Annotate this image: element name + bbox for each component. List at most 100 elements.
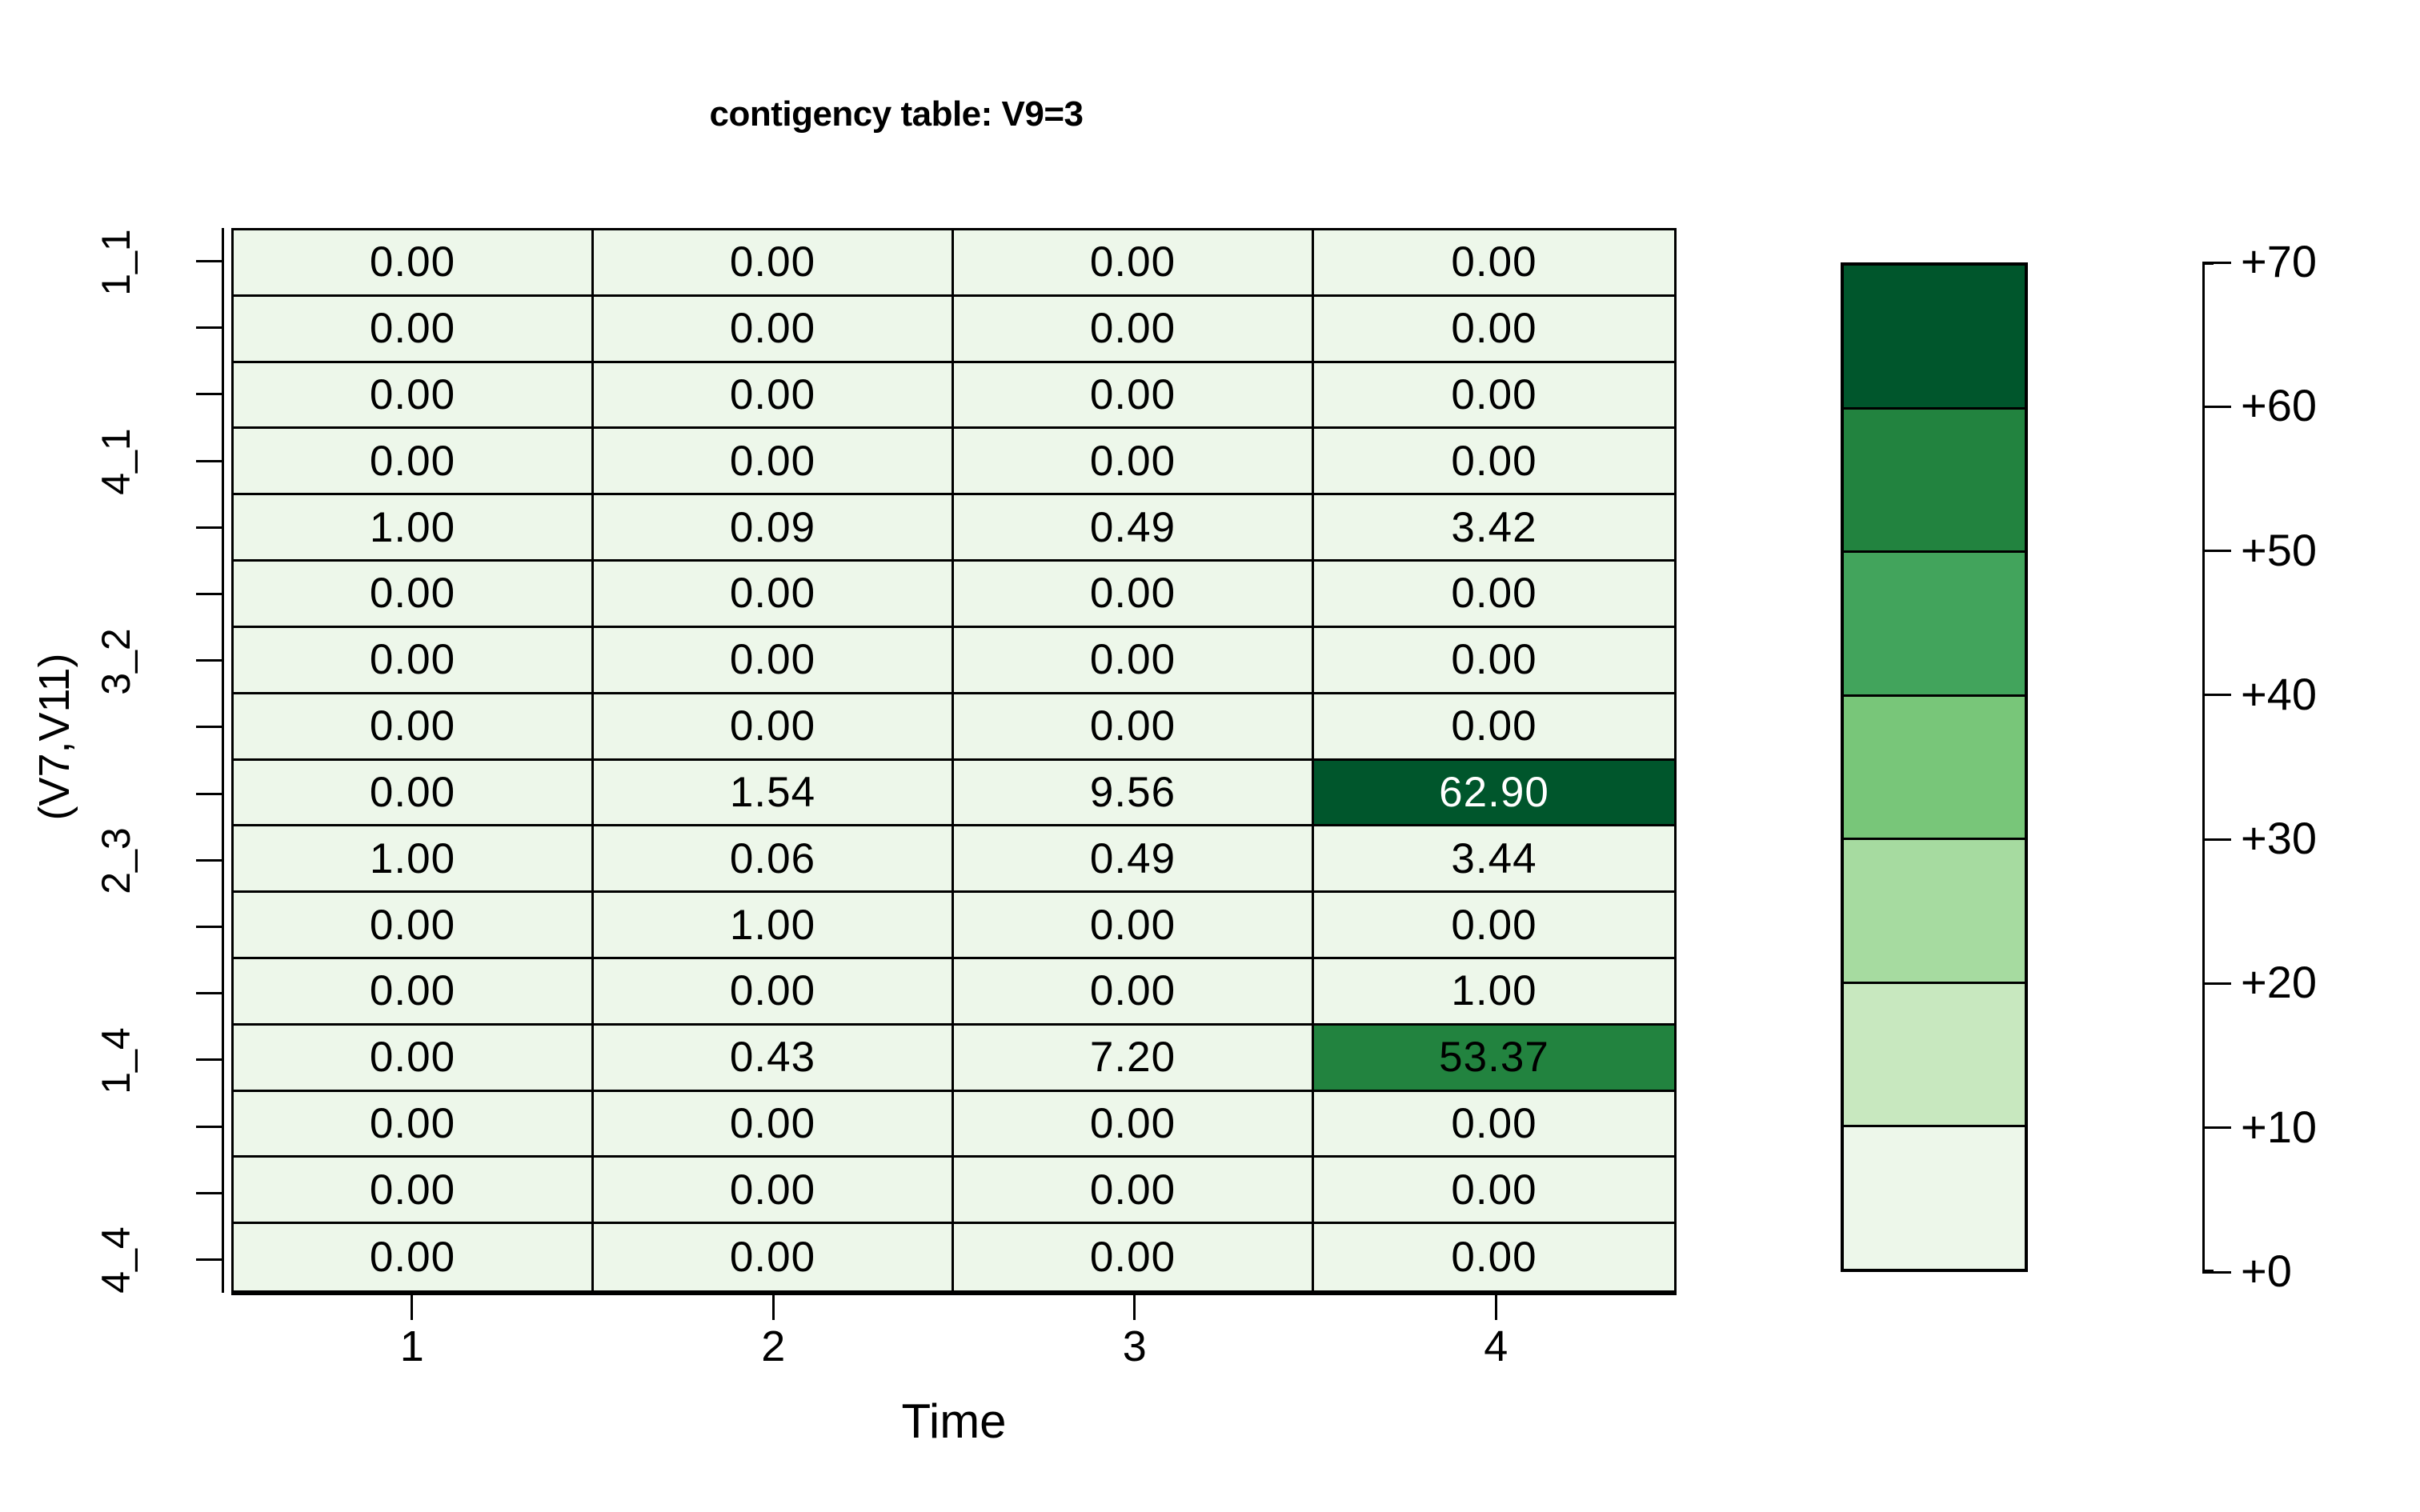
y-axis-tick-label: 4_4 — [94, 1226, 138, 1294]
heatmap-cell: 0.00 — [234, 760, 594, 827]
heatmap-cell: 0.00 — [594, 230, 954, 297]
y-axis-tick — [196, 726, 223, 729]
page-title: contigency table: V9=3 — [709, 94, 1084, 134]
heatmap-cell: 0.49 — [954, 495, 1314, 562]
x-axis-tick-label: 1 — [399, 1322, 424, 1370]
y-axis-tick — [196, 858, 223, 862]
x-axis-title: Time — [901, 1394, 1007, 1448]
colorbar-band — [1844, 1127, 2025, 1270]
heatmap-cell: 0.00 — [594, 1158, 954, 1225]
heatmap-cell: 0.00 — [1314, 1091, 1674, 1158]
heatmap-cell: 0.00 — [234, 1158, 594, 1225]
heatmap-cell: 0.00 — [234, 958, 594, 1026]
heatmap-cell: 0.00 — [954, 230, 1314, 297]
heatmap-cell: 0.00 — [234, 694, 594, 761]
heatmap-cell: 0.00 — [954, 1224, 1314, 1290]
y-axis-tick — [196, 1191, 223, 1194]
x-axis-tick — [411, 1293, 414, 1320]
heatmap-cell: 0.00 — [234, 1224, 594, 1290]
heatmap-cell: 3.42 — [1314, 495, 1674, 562]
y-axis-tick — [196, 659, 223, 662]
colorbar-tick-label: +20 — [2241, 957, 2317, 1008]
heatmap-cell: 0.00 — [1314, 562, 1674, 628]
heatmap-cell: 0.00 — [954, 362, 1314, 430]
heatmap-cell: 0.00 — [1314, 429, 1674, 496]
heatmap-cell: 0.00 — [594, 1091, 954, 1158]
heatmap-cell: 0.00 — [1314, 1158, 1674, 1225]
heatmap-cell: 0.06 — [594, 826, 954, 894]
x-axis-tick-label: 3 — [1122, 1322, 1147, 1370]
colorbar-band — [1844, 409, 2025, 554]
heatmap-cell: 1.00 — [594, 893, 954, 959]
heatmap-cell: 0.00 — [1314, 230, 1674, 297]
y-axis-tick-label: 4_1 — [94, 428, 138, 495]
heatmap-cell: 0.00 — [954, 1091, 1314, 1158]
colorbar-tick-label: +70 — [2241, 236, 2317, 286]
colorbar-tick — [2202, 405, 2231, 408]
colorbar-tick-label: +40 — [2241, 668, 2317, 719]
heatmap-cell: 1.54 — [594, 760, 954, 827]
colorbar-tick — [2202, 1126, 2231, 1130]
colorbar-tick — [2202, 982, 2231, 985]
heatmap-cell: 0.00 — [954, 627, 1314, 694]
y-axis-tick — [196, 260, 223, 263]
y-axis-line — [222, 228, 224, 1293]
heatmap-cell: 0.00 — [234, 1091, 594, 1158]
colorbar-band — [1844, 696, 2025, 841]
colorbar-tick — [2202, 838, 2231, 841]
colorbar-tick-label: +60 — [2241, 380, 2317, 431]
colorbar-band — [1844, 840, 2025, 984]
heatmap-cell: 0.00 — [594, 296, 954, 363]
heatmap-cell: 0.00 — [594, 1224, 954, 1290]
x-axis-tick — [1494, 1293, 1497, 1320]
heatmap-cell: 0.00 — [594, 627, 954, 694]
heatmap-cell: 0.00 — [954, 562, 1314, 628]
heatmap-cell: 0.00 — [954, 1158, 1314, 1225]
heatmap-cell: 0.00 — [234, 627, 594, 694]
heatmap-cell: 0.00 — [1314, 1224, 1674, 1290]
colorbar-tick — [2202, 694, 2231, 697]
y-axis-tick — [196, 459, 223, 462]
heatmap-cell: 0.00 — [1314, 893, 1674, 959]
heatmap-cell: 0.09 — [594, 495, 954, 562]
y-axis-tick — [196, 992, 223, 995]
heatmap-cell: 9.56 — [954, 760, 1314, 827]
heatmap-cell: 0.00 — [234, 893, 594, 959]
y-axis-tick — [196, 1058, 223, 1062]
heatmap-cell: 0.00 — [954, 296, 1314, 363]
heatmap-cell: 7.20 — [954, 1025, 1314, 1092]
heatmap-cell: 0.00 — [594, 958, 954, 1026]
colorbar-tick-label: +0 — [2241, 1246, 2292, 1296]
x-axis-line — [231, 1293, 1677, 1295]
y-axis-title: (V7,V11) — [30, 653, 78, 821]
heatmap-cell: 0.00 — [234, 429, 594, 496]
x-axis-tick-label: 2 — [761, 1322, 786, 1370]
y-axis-tick — [196, 526, 223, 529]
heatmap-cell: 0.43 — [594, 1025, 954, 1092]
colorbar-tick-label: +50 — [2241, 524, 2317, 575]
heatmap-cell: 0.00 — [594, 562, 954, 628]
heatmap-cell: 0.00 — [1314, 296, 1674, 363]
heatmap-cell: 0.00 — [594, 362, 954, 430]
x-axis-tick — [771, 1293, 775, 1320]
colorbar-tick-label: +10 — [2241, 1101, 2317, 1152]
colorbar-band — [1844, 553, 2025, 697]
heatmap-cell: 0.00 — [1314, 627, 1674, 694]
heatmap-cell: 62.90 — [1314, 760, 1674, 827]
heatmap-cell: 0.00 — [954, 429, 1314, 496]
colorbar-tick — [2202, 550, 2231, 553]
heatmap-cell: 0.49 — [954, 826, 1314, 894]
heatmap-cell: 0.00 — [954, 893, 1314, 959]
colorbar-axis-line — [2202, 262, 2214, 1272]
heatmap-cell: 0.00 — [1314, 362, 1674, 430]
y-axis-tick-label: 2_3 — [94, 827, 138, 894]
heatmap-cell: 0.00 — [954, 694, 1314, 761]
y-axis-tick-label: 1_1 — [94, 228, 138, 296]
heatmap-cell: 0.00 — [594, 429, 954, 496]
colorbar-legend — [1841, 262, 2028, 1272]
heatmap-cell: 0.00 — [234, 362, 594, 430]
heatmap-cell: 0.00 — [234, 296, 594, 363]
heatmap-cell: 0.00 — [234, 230, 594, 297]
